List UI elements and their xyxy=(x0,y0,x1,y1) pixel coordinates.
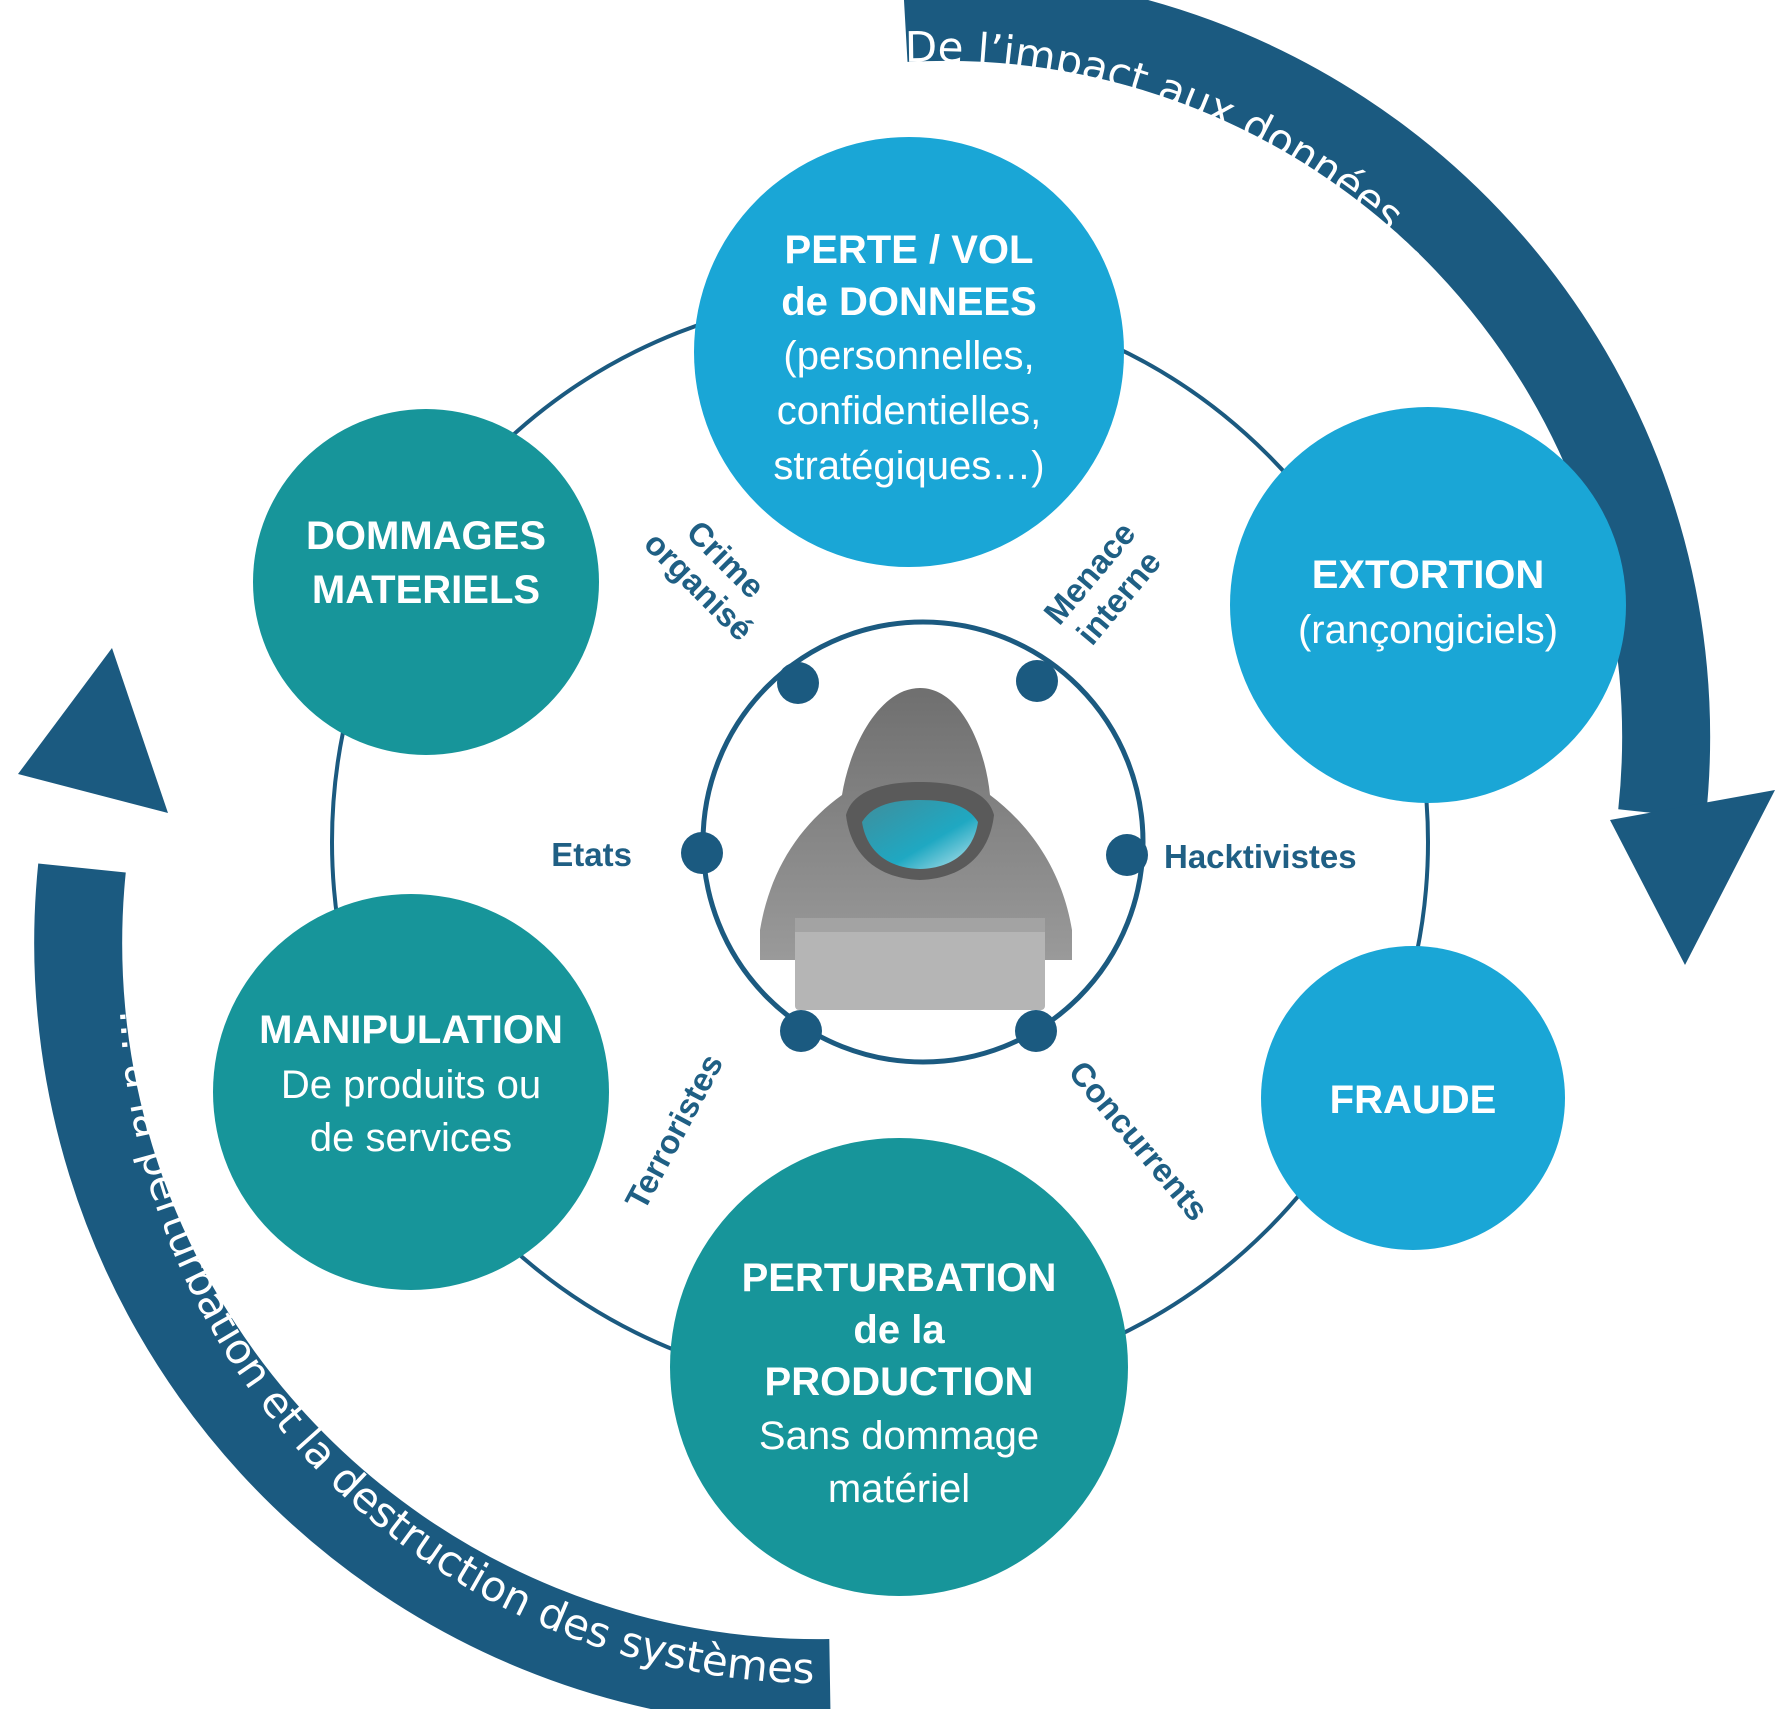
svg-text:confidentielles,: confidentielles, xyxy=(777,389,1042,433)
bubble-perturbation-production: PERTURBATION de la PRODUCTION Sans domma… xyxy=(670,1138,1128,1596)
node-etats xyxy=(681,832,723,874)
bubble-dommages-materiels: DOMMAGES MATERIELS xyxy=(253,409,599,755)
actor-label-crime-organise: Crime organisé xyxy=(637,513,772,648)
svg-text:de DONNEES: de DONNEES xyxy=(781,280,1037,324)
svg-text:PERTURBATION: PERTURBATION xyxy=(742,1256,1057,1300)
bubble-extortion: EXTORTION (rançongiciels) xyxy=(1230,407,1626,803)
svg-text:MANIPULATION: MANIPULATION xyxy=(259,1008,563,1052)
svg-text:stratégiques…): stratégiques…) xyxy=(773,444,1044,488)
actor-label-menace-interne: Menace interne xyxy=(1036,515,1168,652)
actor-label-hacktivistes: Hacktivistes xyxy=(1164,838,1357,875)
node-hacktivistes xyxy=(1106,834,1148,876)
svg-text:DOMMAGES: DOMMAGES xyxy=(306,514,546,558)
actor-label-concurrents: Concurrents xyxy=(1062,1054,1216,1228)
svg-text:(personnelles,: (personnelles, xyxy=(783,334,1034,378)
svg-text:PERTE / VOL: PERTE / VOL xyxy=(785,228,1034,272)
svg-text:PRODUCTION: PRODUCTION xyxy=(765,1360,1034,1404)
hooded-hacker-icon xyxy=(760,688,1072,1010)
actor-label-terroristes: Terroristes xyxy=(618,1048,730,1215)
svg-text:de services: de services xyxy=(310,1116,512,1160)
bubble-fraude: FRAUDE xyxy=(1261,946,1565,1250)
bubble-perte-vol-donnees: PERTE / VOL de DONNEES (personnelles, co… xyxy=(694,137,1124,567)
node-crime-organise xyxy=(777,662,819,704)
svg-text:EXTORTION: EXTORTION xyxy=(1312,553,1545,597)
svg-text:De produits ou: De produits ou xyxy=(281,1063,541,1107)
node-terroristes xyxy=(780,1010,822,1052)
node-concurrents xyxy=(1015,1010,1057,1052)
svg-text:matériel: matériel xyxy=(828,1467,970,1511)
svg-text:MATERIELS: MATERIELS xyxy=(312,568,540,612)
bubble-manipulation: MANIPULATION De produits ou de services xyxy=(213,894,609,1290)
svg-text:Sans dommage: Sans dommage xyxy=(759,1414,1039,1458)
svg-text:(rançongiciels): (rançongiciels) xyxy=(1298,608,1558,652)
node-menace-interne xyxy=(1016,660,1058,702)
svg-text:FRAUDE: FRAUDE xyxy=(1330,1078,1497,1122)
actor-label-etats: Etats xyxy=(551,836,632,873)
svg-text:de la: de la xyxy=(853,1308,945,1352)
